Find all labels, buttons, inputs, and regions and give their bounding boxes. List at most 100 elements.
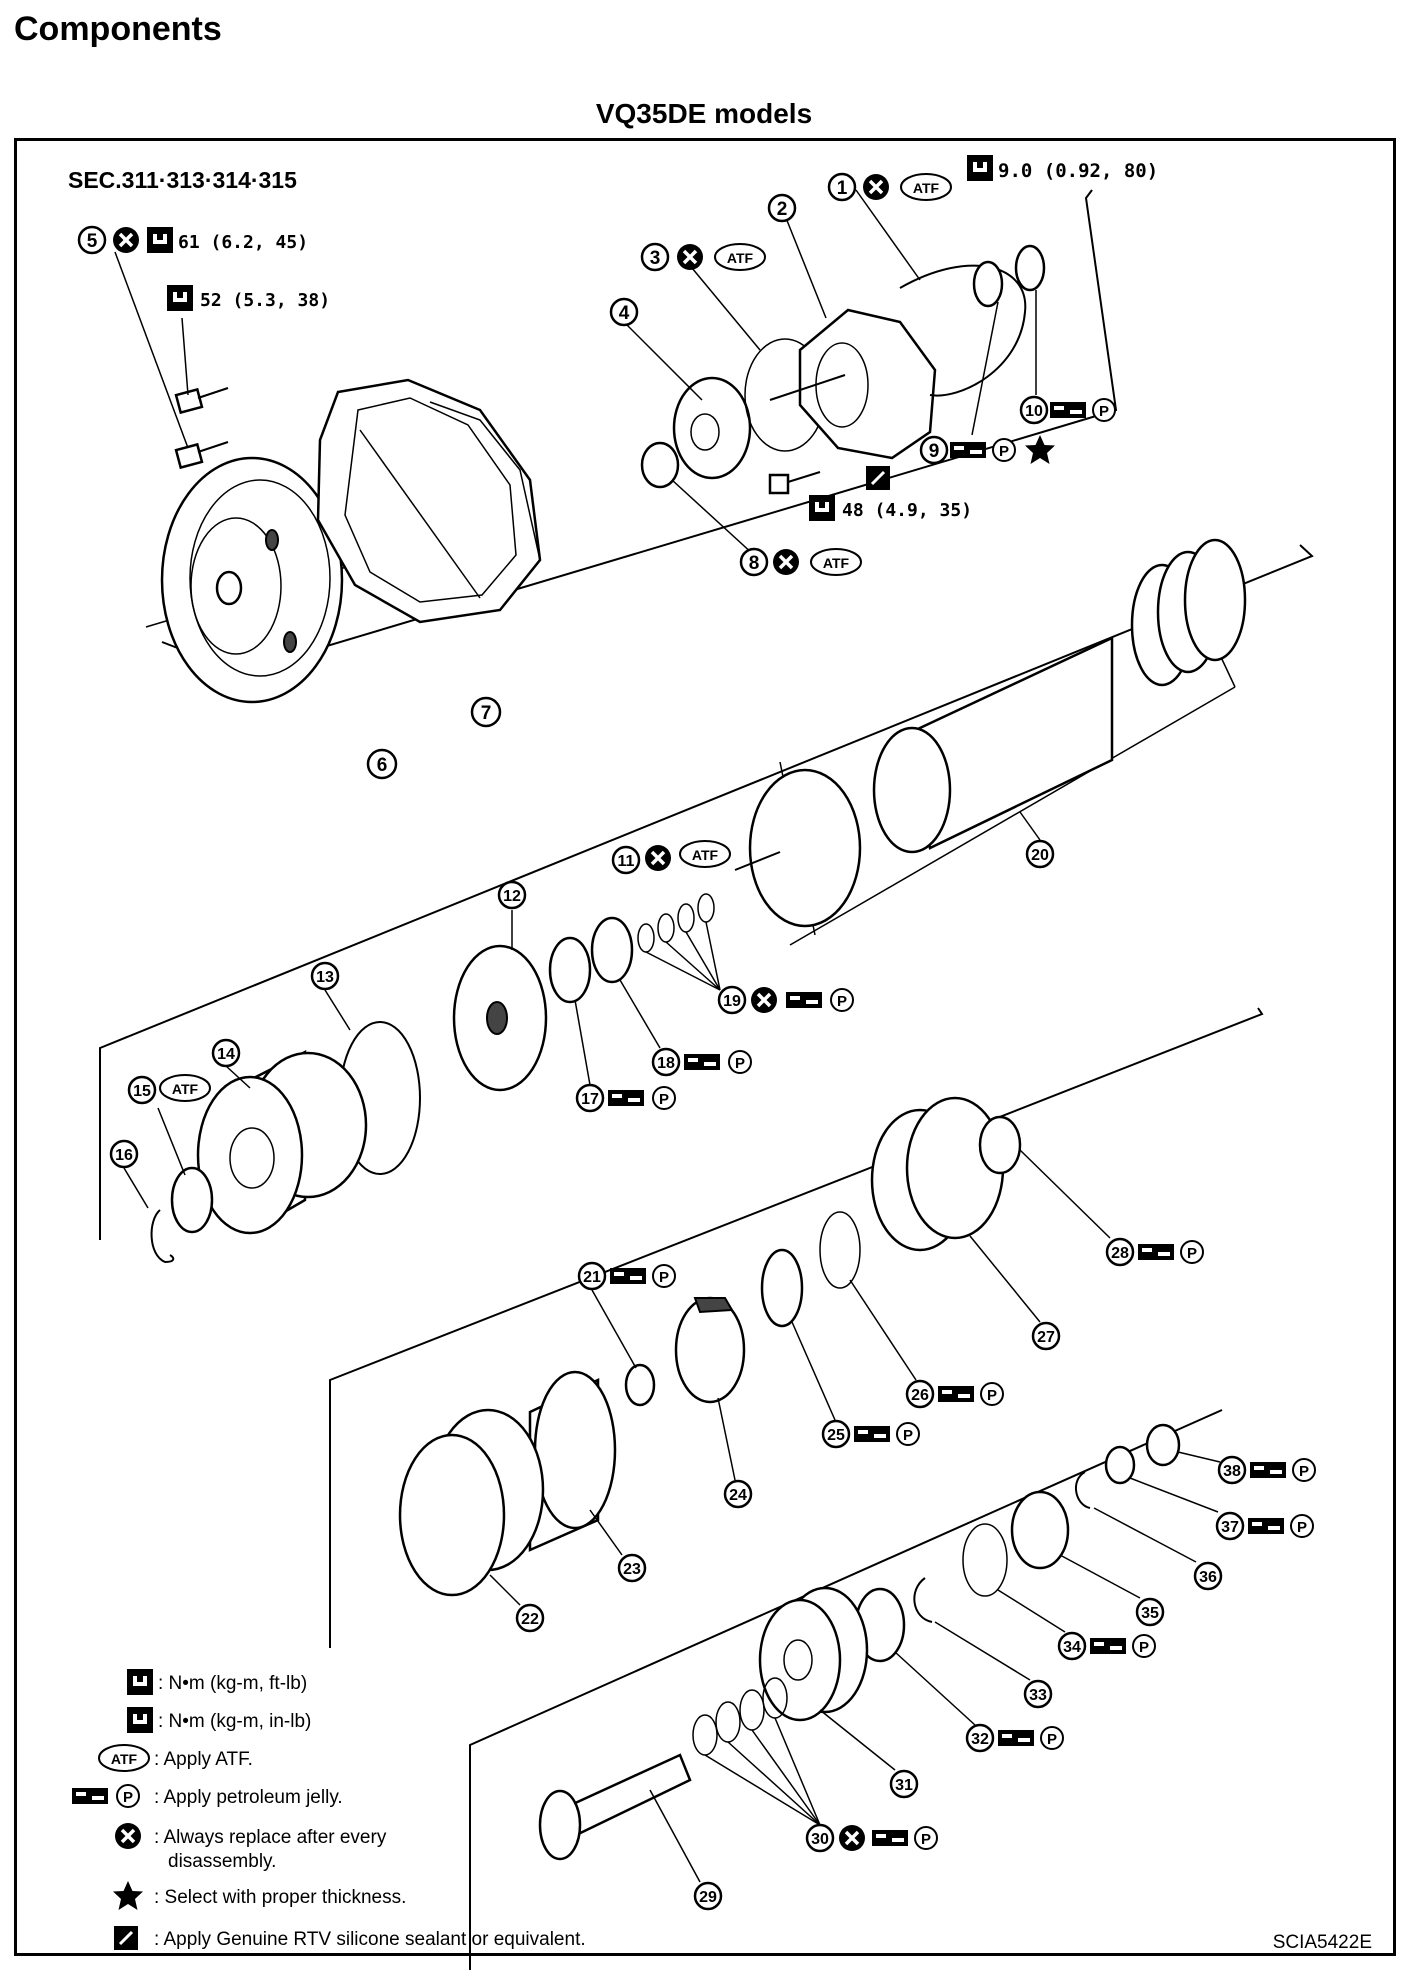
torque-converter: [160, 456, 344, 704]
thickness-star-icon: [113, 1881, 143, 1910]
callout-24: 24: [723, 1479, 753, 1509]
o-ring-1: [899, 264, 1027, 397]
snap-ring-26: [819, 1211, 861, 1289]
seal-10: [1014, 244, 1046, 292]
svg-text:31: 31: [895, 1777, 913, 1794]
callout-35: 35: [1135, 1597, 1165, 1627]
atf-badge-label: ATF: [913, 180, 940, 196]
torque-ftlb-icon: [147, 227, 173, 253]
svg-text:10: 10: [1025, 403, 1043, 420]
svg-text:30: 30: [811, 1831, 829, 1848]
svg-text:33: 33: [1029, 1687, 1047, 1704]
callout-12: 12: [497, 880, 527, 910]
svg-text:P: P: [1099, 403, 1109, 420]
bearing-race-28: [978, 1115, 1022, 1175]
svg-text:P: P: [659, 1091, 669, 1108]
legend-torque-inlb: : N•m (kg-m, in-lb): [158, 1711, 311, 1732]
svg-text:36: 36: [1199, 1569, 1217, 1586]
sun-gear-12: [452, 910, 548, 1092]
callout-8: 8: [739, 547, 769, 577]
callout-30: 30: [805, 1823, 835, 1853]
svg-text:3: 3: [650, 248, 661, 269]
callout-28: 28: [1105, 1237, 1135, 1267]
replace-icon: [749, 985, 779, 1015]
svg-text:38: 38: [1223, 1463, 1241, 1480]
svg-text:13: 13: [316, 969, 334, 986]
svg-text:14: 14: [217, 1046, 235, 1063]
svg-text:4: 4: [619, 303, 630, 324]
replace-icon: [837, 1823, 867, 1853]
svg-text:24: 24: [729, 1487, 747, 1504]
atf-badge: [900, 173, 952, 201]
svg-text:P: P: [837, 993, 847, 1010]
callout-3: 3: [640, 242, 670, 272]
clutch-hub-22: [398, 1408, 545, 1606]
svg-text:19: 19: [723, 993, 741, 1010]
clutch-drum-23: [528, 1370, 623, 1556]
callout-23: 23: [617, 1553, 647, 1583]
svg-text:22: 22: [521, 1611, 539, 1628]
carrier-24: [674, 1296, 746, 1481]
bushing-8: [640, 441, 680, 489]
petroleum-jelly-icon: [72, 1788, 108, 1804]
torque-label-4: 48 (4.9, 35): [842, 500, 972, 521]
snap-ring-16: [150, 1209, 175, 1264]
needle-bearing-15: [170, 1166, 214, 1234]
svg-text:8: 8: [749, 553, 760, 574]
svg-text:P: P: [987, 1387, 997, 1404]
snap-ring-36: [1075, 1471, 1091, 1509]
svg-text:32: 32: [971, 1731, 989, 1748]
torque-label-1: 9.0 (0.92, 80): [998, 160, 1158, 182]
seal-rings-19: [637, 893, 721, 991]
front-carrier-14: [196, 1049, 368, 1235]
atf-badge: [679, 840, 731, 868]
callout-37: 37: [1215, 1511, 1245, 1541]
legend-atf: : Apply ATF.: [154, 1749, 253, 1770]
petroleum-jelly-icon: [938, 1386, 974, 1402]
svg-text:37: 37: [1221, 1519, 1239, 1536]
torque-ftlb-icon: [167, 285, 193, 311]
svg-text:21: 21: [583, 1269, 601, 1286]
replace-icon: [643, 843, 673, 873]
torque-inlb-icon: [967, 155, 993, 181]
svg-text:34: 34: [1063, 1639, 1081, 1656]
page-title: Components: [14, 10, 222, 48]
callout-2: 2: [767, 193, 797, 223]
petroleum-jelly-icon: [854, 1426, 890, 1442]
legend-petroleum: : Apply petroleum jelly.: [154, 1787, 343, 1808]
svg-text:P: P: [903, 1427, 913, 1444]
svg-text:6: 6: [377, 755, 388, 776]
callouts: 1 2 3 4 5 6 7 8 9 10 11 12 13 14 15 16 1…: [77, 172, 1247, 1911]
legend-thickness: : Select with proper thickness.: [154, 1887, 406, 1908]
atf-badge-label: ATF: [727, 250, 754, 266]
petroleum-jelly-icon: [608, 1090, 644, 1106]
section-reference: SEC.311·313·314·315: [68, 167, 297, 193]
callout-34: 34: [1057, 1631, 1087, 1661]
petroleum-jelly-icon: [998, 1730, 1034, 1746]
legend-sealant: : Apply Genuine RTV silicone sealant or …: [154, 1929, 586, 1950]
snap-ring-33: [913, 1577, 933, 1623]
svg-text:P: P: [1297, 1519, 1307, 1536]
converter-housing: [316, 378, 542, 624]
callout-25: 25: [821, 1419, 851, 1449]
callout-32: 32: [965, 1723, 995, 1753]
atf-badge-label: ATF: [111, 1751, 138, 1767]
callout-1: 1: [827, 172, 857, 202]
ring-25: [760, 1248, 804, 1328]
legend: : N•m (kg-m, ft-lb) : N•m (kg-m, in-lb) …: [72, 1669, 586, 1950]
petroleum-jelly-icon: [1248, 1518, 1284, 1534]
svg-text:1: 1: [837, 178, 848, 199]
callout-13: 13: [310, 961, 340, 991]
oil-pump-cover: [623, 321, 752, 480]
svg-text:2: 2: [777, 199, 788, 220]
ring-17: [548, 936, 592, 1004]
petroleum-jelly-icon: [1050, 402, 1086, 418]
housing-bolts: [114, 251, 229, 470]
callout-17: 17: [575, 1083, 605, 1113]
legend-replace-line1: : Always replace after every: [154, 1827, 387, 1848]
svg-text:11: 11: [618, 853, 635, 870]
svg-text:P: P: [999, 443, 1009, 460]
svg-text:23: 23: [623, 1561, 641, 1578]
svg-text:P: P: [1187, 1245, 1197, 1262]
atf-badge-label: ATF: [172, 1081, 199, 1097]
